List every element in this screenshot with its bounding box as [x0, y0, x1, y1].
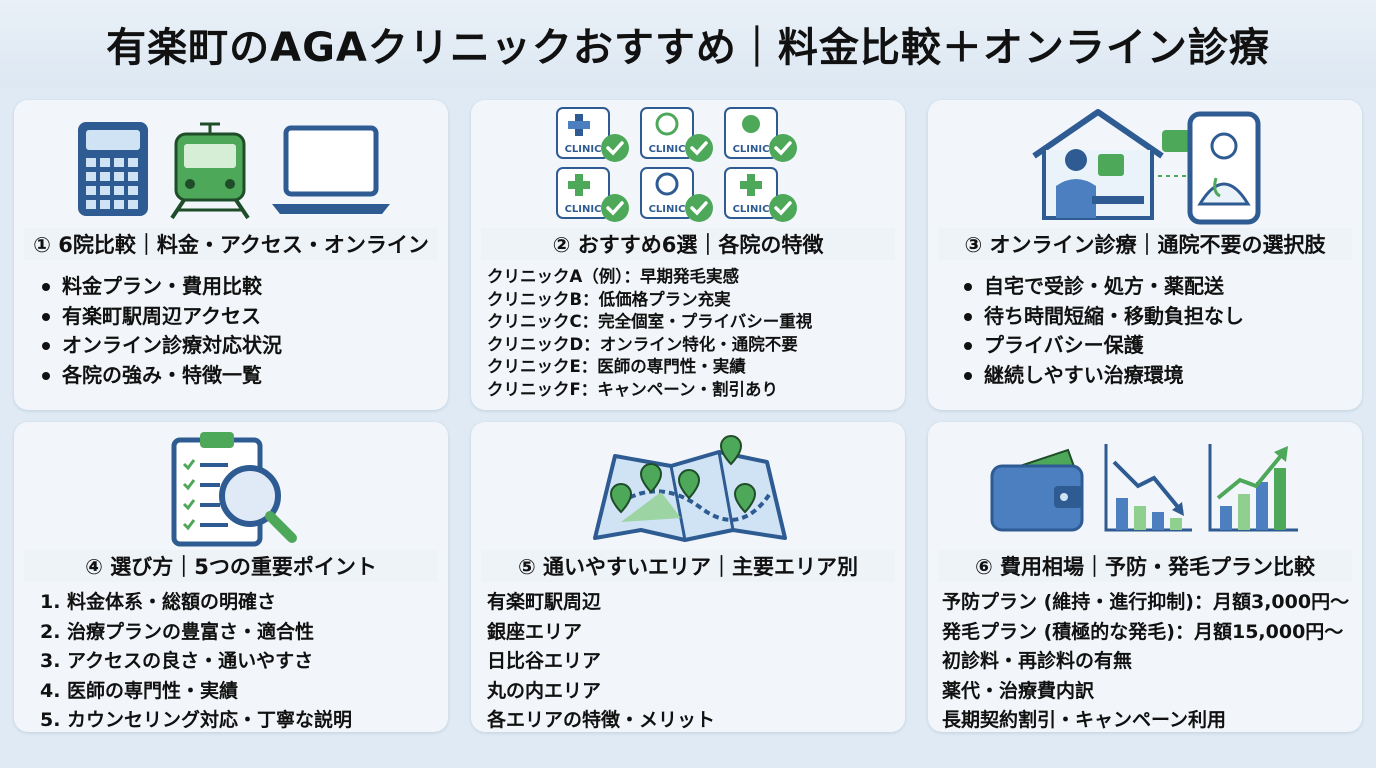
list-item: 予防プラン (維持・進行抑制)：月額3,000円～ — [942, 591, 1350, 613]
list-item: 待ち時間短縮・移動負担なし — [962, 302, 1244, 332]
list-item: 有楽町駅周辺アクセス — [40, 302, 282, 332]
chart-up-icon — [1208, 444, 1298, 532]
list-item: クリニックF：キャンペーン・割引あり — [487, 379, 778, 399]
svg-text:CLINIC: CLINIC — [649, 204, 686, 215]
list-item: 自宅で受診・処方・薬配送 — [962, 272, 1244, 302]
svg-text:CLINIC: CLINIC — [565, 204, 602, 215]
card-online-list: 自宅で受診・処方・薬配送 待ち時間短縮・移動負担なし プライバシー保護 継続しや… — [962, 272, 1244, 390]
list-item: 1. 料金体系・総額の明確さ — [40, 591, 277, 613]
list-item: クリニックC：完全個室・プライバシー重視 — [487, 312, 813, 331]
chart-down-icon — [1104, 444, 1192, 532]
svg-text:CLINIC: CLINIC — [733, 204, 770, 215]
card-recommended: CLINIC CLINIC CLINIC CLINIC CLINIC CLINI… — [471, 100, 905, 410]
wallet-icon — [990, 448, 1084, 532]
card-selection-illustration — [171, 432, 297, 547]
list-item: 銀座エリア — [487, 620, 583, 643]
doctor-icon — [1187, 111, 1261, 225]
magnifier-icon — [219, 465, 297, 543]
card-recommended-illustration: CLINIC CLINIC CLINIC CLINIC CLINIC CLINI… — [555, 106, 799, 224]
card-online: ③ オンライン診療｜通院不要の選択肢 自宅で受診・処方・薬配送 待ち時間短縮・移… — [928, 100, 1362, 410]
card-area-illustration — [593, 435, 787, 542]
list-item: 料金プラン・費用比較 — [40, 272, 282, 302]
clinic-badge-icon: CLINIC — [639, 106, 715, 164]
card-selection: ④ 選び方｜5つの重要ポイント 1. 料金体系・総額の明確さ 2. 治療プランの… — [14, 422, 448, 732]
card-online-illustration — [1032, 109, 1261, 225]
clinic-badge-icon: CLINIC — [639, 166, 715, 224]
clinic-badge-icon: CLINIC — [723, 166, 799, 224]
location-pin-icon — [609, 435, 757, 514]
list-item: クリニックD：オンライン特化・通院不要 — [487, 334, 798, 354]
card-comparison-heading: ① 6院比較｜料金・アクセス・オンライン — [24, 228, 438, 260]
card-online-heading: ③ オンライン診療｜通院不要の選択肢 — [938, 228, 1352, 260]
list-item: プライバシー保護 — [962, 331, 1244, 361]
list-item: クリニックE：医師の専門性・実績 — [487, 357, 746, 376]
card-area-heading: ⑤ 通いやすいエリア｜主要エリア別 — [481, 550, 895, 582]
list-item: 各院の強み・特徴一覧 — [40, 361, 282, 391]
page-title: 有楽町のAGAクリニックおすすめ｜料金比較＋オンライン診療 — [106, 25, 1270, 71]
house-icon — [1032, 109, 1164, 220]
svg-text:CLINIC: CLINIC — [733, 144, 770, 155]
card-cost-illustration — [990, 444, 1298, 532]
laptop-icon — [272, 125, 390, 214]
train-icon — [170, 122, 250, 220]
clinic-badge-icon: CLINIC — [723, 106, 799, 164]
calculator-icon — [78, 122, 148, 216]
card-area: ⑤ 通いやすいエリア｜主要エリア別 有楽町駅周辺 銀座エリア 日比谷エリア 丸の… — [471, 422, 905, 732]
clinic-badge-icon: CLINIC — [555, 166, 631, 224]
card-selection-heading: ④ 選び方｜5つの重要ポイント — [24, 550, 438, 582]
list-item: 継続しやすい治療環境 — [962, 361, 1244, 391]
svg-text:CLINIC: CLINIC — [565, 144, 602, 155]
card-area-list: 有楽町駅周辺 銀座エリア 日比谷エリア 丸の内エリア 各エリアの特徴・メリット — [487, 588, 715, 732]
list-item: クリニックA（例）：早期発毛実感 — [487, 267, 740, 286]
card-comparison-list: 料金プラン・費用比較 有楽町駅周辺アクセス オンライン診療対応状況 各院の強み・… — [40, 272, 282, 390]
list-item: 丸の内エリア — [487, 679, 602, 702]
card-recommended-heading: ② おすすめ6選｜各院の特徴 — [481, 228, 895, 260]
card-recommended-list: クリニックA（例）：早期発毛実感 クリニックB：低価格プラン充実 クリニックC：… — [487, 266, 812, 401]
list-item: 4. 医師の専門性・実績 — [40, 679, 239, 702]
card-cost-heading: ⑥ 費用相場｜予防・発毛プラン比較 — [938, 550, 1352, 582]
card-comparison: ① 6院比較｜料金・アクセス・オンライン 料金プラン・費用比較 有楽町駅周辺アク… — [14, 100, 448, 410]
list-item: 5. カウンセリング対応・丁寧な説明 — [40, 709, 353, 731]
list-item: 3. アクセスの良さ・通いやすさ — [40, 650, 314, 672]
list-item: クリニックB：低価格プラン充実 — [487, 289, 731, 309]
card-comparison-illustration — [78, 122, 390, 220]
card-selection-list: 1. 料金体系・総額の明確さ 2. 治療プランの豊富さ・適合性 3. アクセスの… — [40, 588, 352, 732]
title-bar: 有楽町のAGAクリニックおすすめ｜料金比較＋オンライン診療 — [0, 0, 1376, 88]
list-item: 2. 治療プランの豊富さ・適合性 — [40, 620, 315, 643]
list-item: 有楽町駅周辺 — [487, 591, 602, 613]
list-item: オンライン診療対応状況 — [40, 331, 282, 361]
svg-text:CLINIC: CLINIC — [649, 144, 686, 155]
list-item: 各エリアの特徴・メリット — [487, 709, 716, 731]
list-item: 日比谷エリア — [487, 650, 602, 672]
list-item: 初診料・再診料の有無 — [942, 650, 1133, 672]
list-item: 長期契約割引・キャンペーン利用 — [942, 709, 1227, 731]
clinic-badge-icon: CLINIC — [555, 106, 631, 164]
card-cost: ⑥ 費用相場｜予防・発毛プラン比較 予防プラン (維持・進行抑制)：月額3,00… — [928, 422, 1362, 732]
list-item: 薬代・治療費内訳 — [942, 679, 1095, 702]
list-item: 発毛プラン (積極的な発毛)：月額15,000円～ — [942, 620, 1344, 643]
card-cost-list: 予防プラン (維持・進行抑制)：月額3,000円～ 発毛プラン (積極的な発毛)… — [942, 588, 1349, 732]
